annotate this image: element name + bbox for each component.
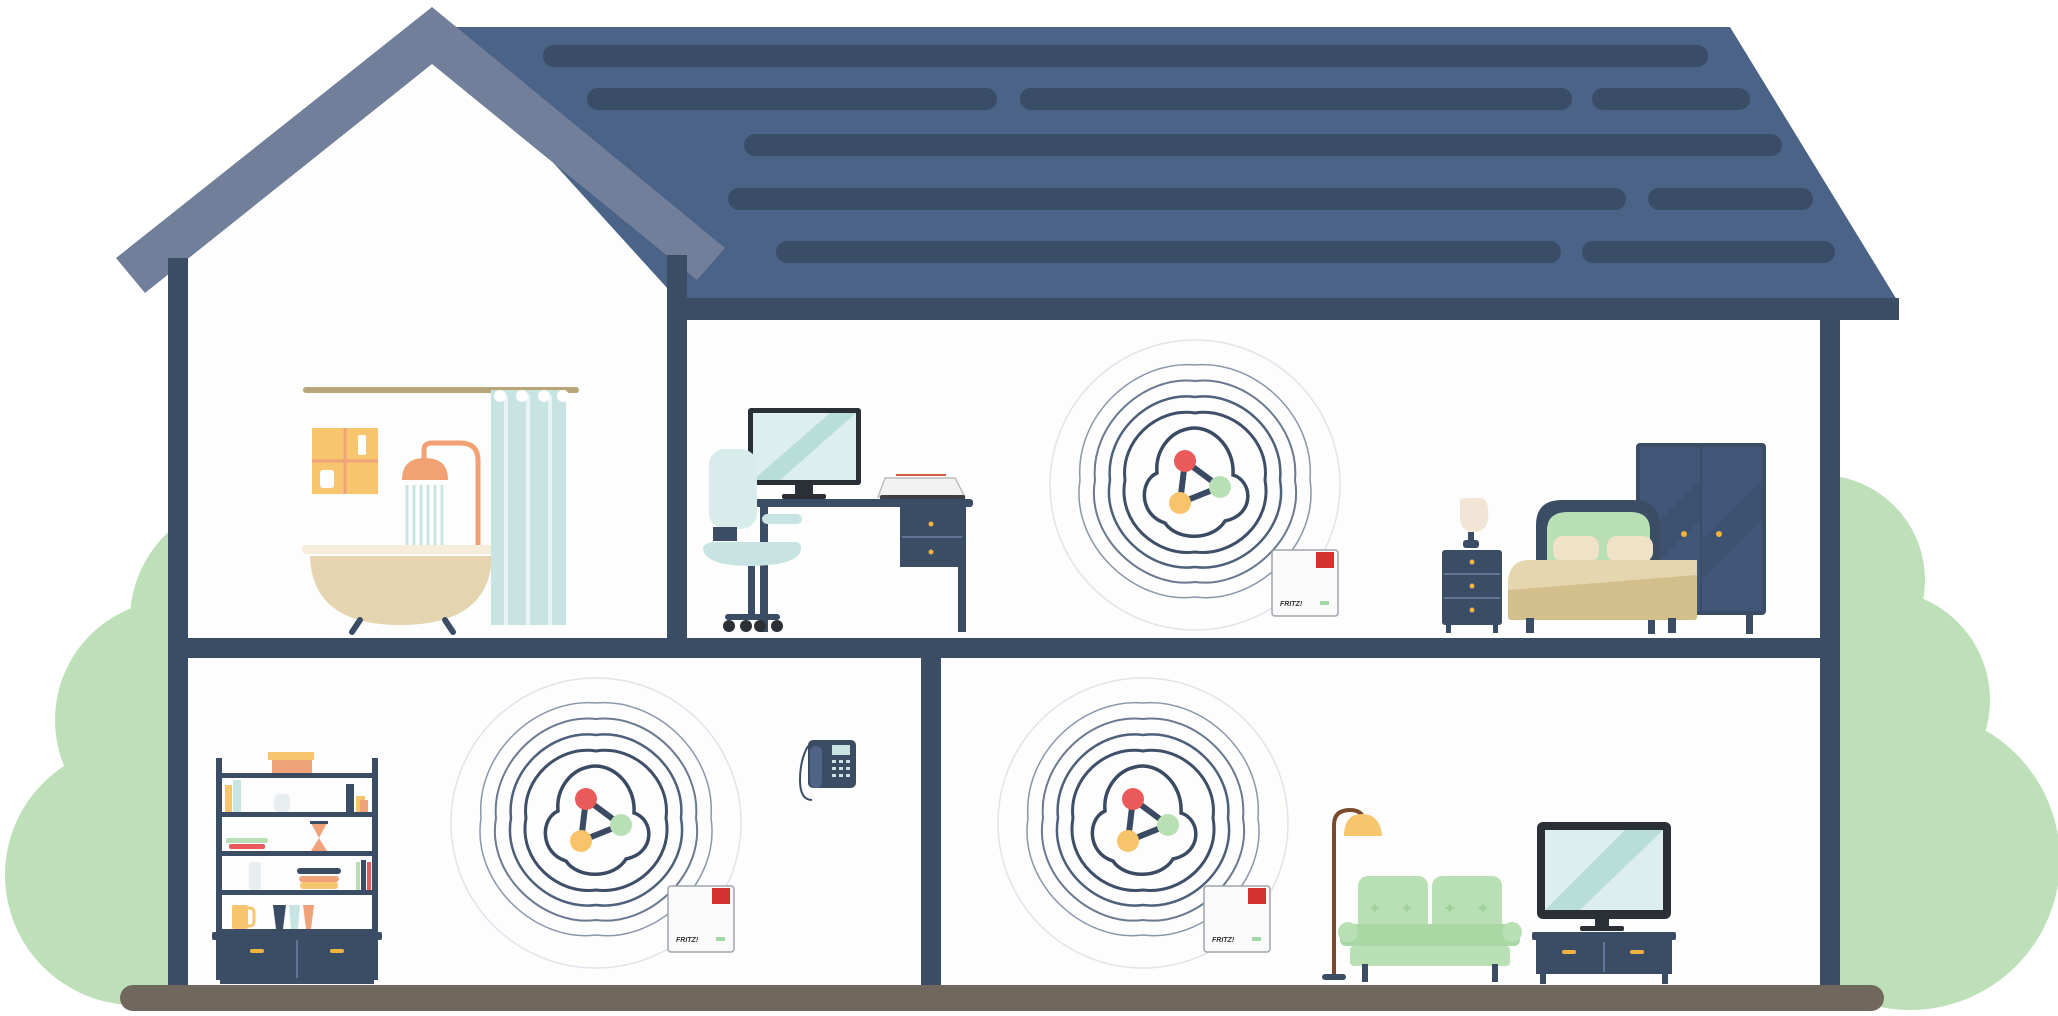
repeater-icon: FRITZ!: [667, 885, 735, 953]
tv-icon: [1537, 822, 1671, 931]
sofa-icon: ✦ ✦ ✦ ✦: [1338, 876, 1522, 982]
svg-text:✦: ✦: [1443, 899, 1456, 918]
bed-icon: [1508, 500, 1697, 633]
telephone-icon: [798, 740, 856, 801]
ground: [120, 985, 1884, 1011]
repeater-icon: FRITZ!: [1203, 885, 1271, 953]
shower-icon: [402, 440, 481, 545]
repeater-brand-label: FRITZ!: [676, 937, 699, 944]
router-icon: [876, 474, 967, 500]
repeater-icon: FRITZ!: [1271, 549, 1339, 617]
tv-stand-icon: [1532, 932, 1676, 984]
desk-icon: [755, 499, 973, 632]
living-room: FRITZ!: [212, 678, 856, 984]
walls: [168, 255, 1840, 988]
nightstand-icon: [1442, 550, 1502, 633]
bathroom: [302, 387, 579, 635]
shower-curtain-icon: [491, 390, 569, 625]
bedroom: [1442, 443, 1766, 634]
bathtub-icon: [302, 545, 498, 635]
monitor-icon: [748, 408, 861, 499]
svg-text:✦: ✦: [1400, 899, 1413, 918]
repeater-brand-label: FRITZ!: [1280, 601, 1303, 608]
tv-lounge: FRITZ! ✦ ✦ ✦ ✦: [998, 678, 1676, 984]
svg-text:✦: ✦: [1476, 899, 1489, 918]
floor-lamp-icon: [1322, 807, 1382, 980]
office: FRITZ!: [703, 340, 1340, 632]
office-chair-icon: [703, 449, 802, 632]
repeater-brand-label: FRITZ!: [1212, 937, 1235, 944]
svg-text:✦: ✦: [1368, 899, 1381, 918]
bathroom-cabinet-icon: [312, 428, 378, 494]
table-lamp-icon: [1459, 498, 1489, 548]
roof: [430, 27, 1899, 320]
bookshelf-icon: [212, 752, 382, 984]
